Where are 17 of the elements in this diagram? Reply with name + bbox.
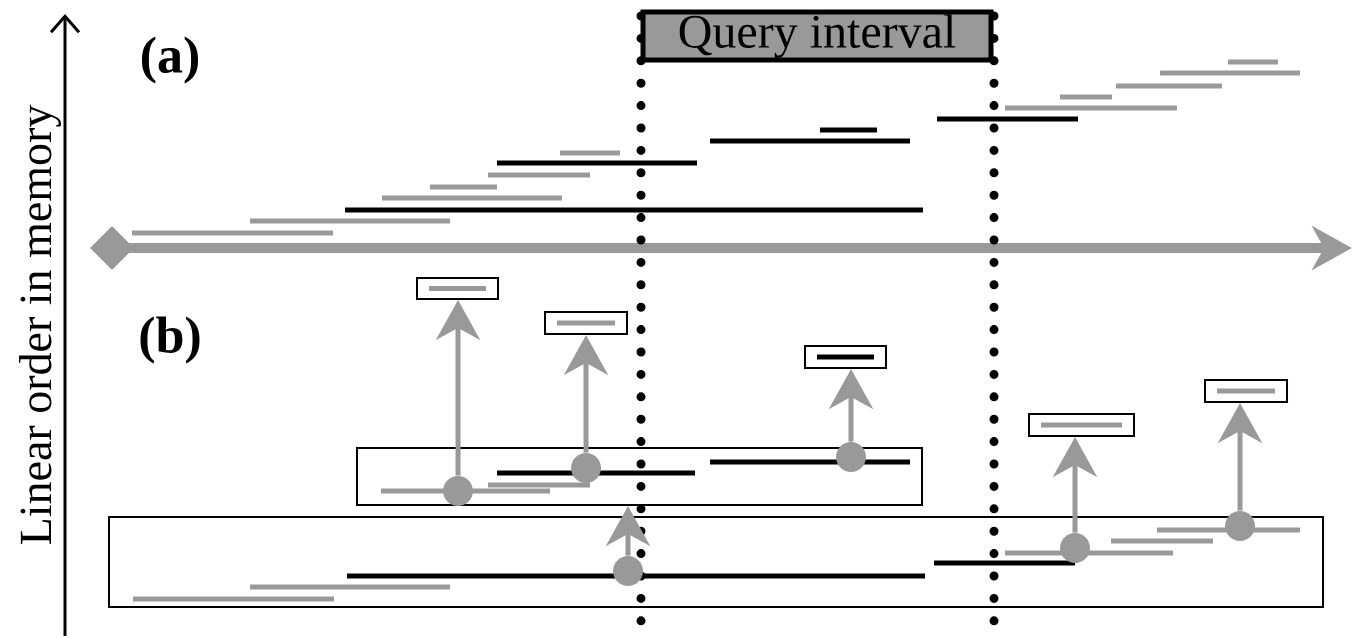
dot: [443, 476, 473, 506]
dot: [1060, 533, 1090, 563]
interval-box: [1028, 413, 1135, 437]
interval-box: [1204, 379, 1288, 403]
dot: [836, 442, 866, 472]
query-box: Query interval: [640, 9, 994, 63]
dot: [613, 556, 643, 586]
dot: [571, 453, 601, 483]
interval-box: [544, 311, 628, 335]
interval-box: [804, 345, 887, 369]
dot: [1225, 511, 1255, 541]
panel-label: (b): [140, 316, 200, 364]
block-box: [108, 516, 1324, 608]
panel-label: (a): [142, 36, 199, 84]
interval-box: [416, 277, 499, 300]
axis-label: Linear order in memory: [19, 104, 61, 544]
block-box: [356, 447, 923, 506]
